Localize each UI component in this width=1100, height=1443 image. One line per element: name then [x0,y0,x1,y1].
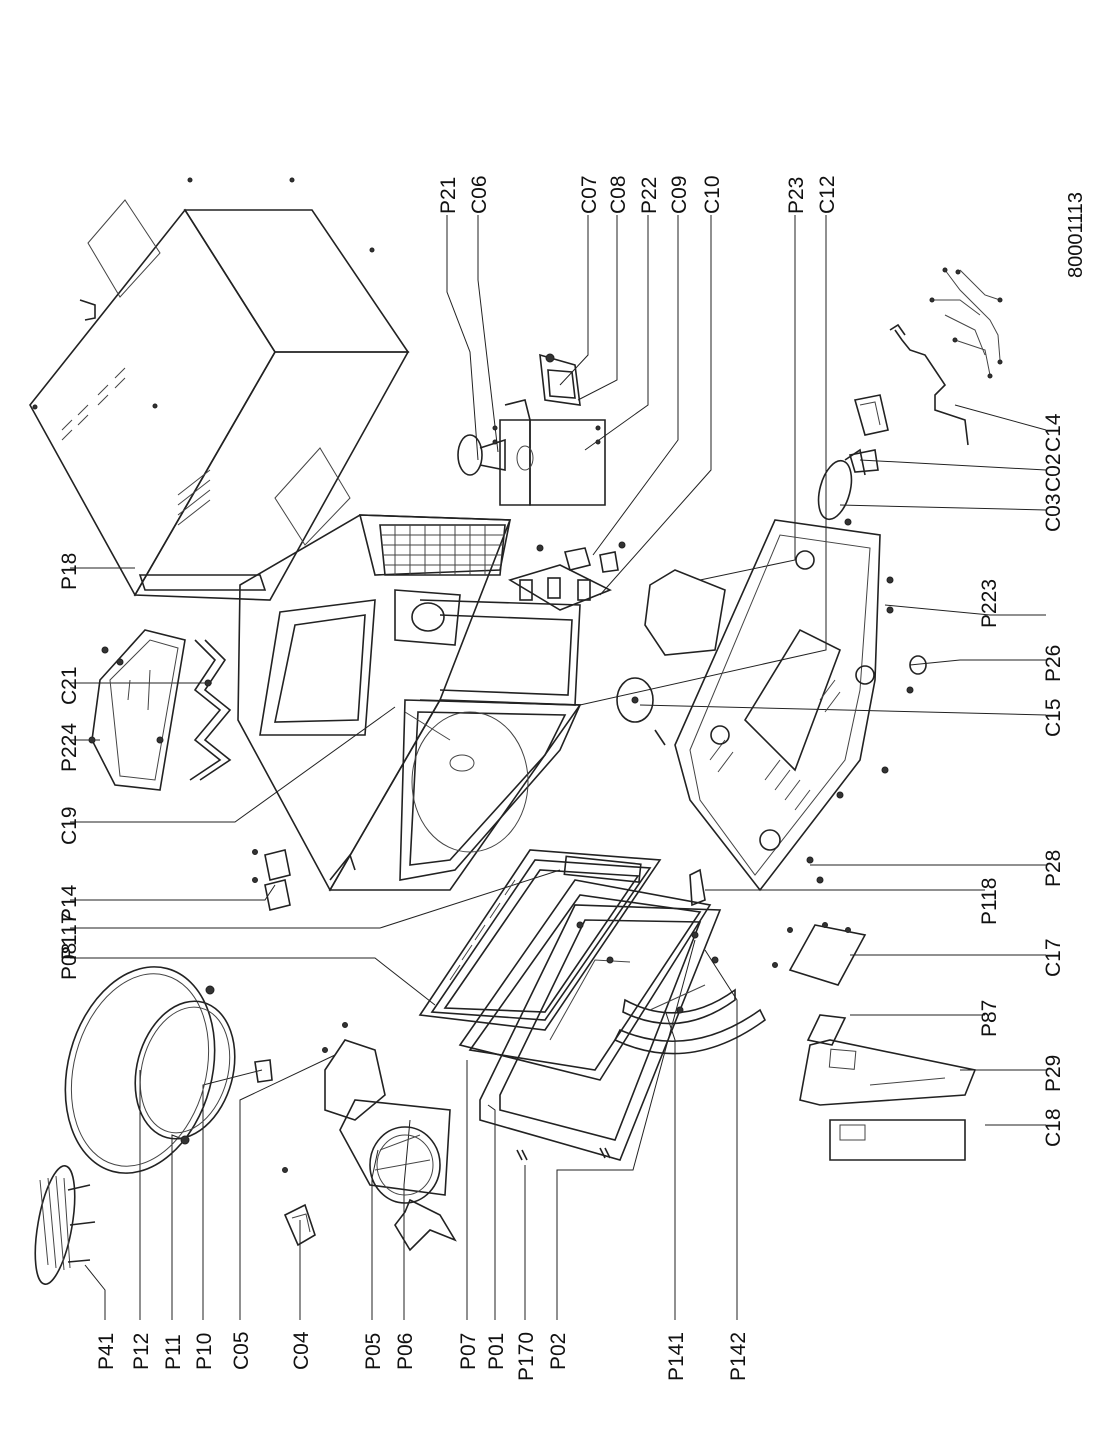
label-P142: P142 [727,1332,750,1381]
label-C05: C05 [230,1331,253,1370]
label-P05: P05 [362,1333,385,1370]
label-P14: P14 [58,884,81,922]
label-P10: P10 [193,1333,216,1370]
label-C07: C07 [578,175,601,214]
label-C09: C09 [668,175,691,214]
control-panel-group [772,922,977,1161]
label-P26: P26 [1042,645,1065,682]
label-P224: P224 [58,723,81,772]
label-P87: P87 [978,1000,1001,1037]
label-C19: C19 [58,806,81,845]
label-C12: C12 [816,175,839,214]
label-C21: C21 [58,666,81,705]
label-P12: P12 [130,1333,153,1370]
label-P08: P08 [58,943,81,980]
label-P02: P02 [547,1333,570,1370]
label-C02: C02 [1042,453,1065,492]
grill-plate-p224 [88,629,232,791]
power-cord-c14 [889,267,1003,446]
label-C08: C08 [607,175,630,214]
label-P28: P28 [1042,850,1065,887]
turntable-group [34,966,273,1285]
label-P18: P18 [58,553,81,590]
label-C04: C04 [290,1331,313,1370]
label-P21: P21 [437,177,460,214]
label-P170: P170 [515,1332,538,1381]
label-C18: C18 [1042,1108,1065,1147]
label-P06: P06 [394,1333,417,1370]
outer-case-p18 [29,177,410,601]
hinge-p14 [252,849,291,911]
label-P29: P29 [1042,1055,1065,1092]
label-C10: C10 [701,175,724,214]
oven-cavity [237,514,626,892]
label-P41: P41 [95,1333,118,1370]
document-number: 80001113 [1065,192,1087,278]
label-C17: C17 [1042,938,1065,977]
part-labels: P21 C06 C07 C08 P22 C09 C10 P23 C12 P18 … [58,175,1087,1381]
label-P01: P01 [485,1333,508,1370]
label-P23: P23 [785,177,808,214]
label-P07: P07 [457,1333,480,1370]
label-P117: P117 [58,913,81,961]
door-assembly [418,849,767,1161]
leader-lines [70,215,1047,1320]
label-C14: C14 [1042,413,1065,452]
label-P118: P118 [978,878,1001,926]
label-C15: C15 [1042,698,1065,737]
label-P141: P141 [665,1332,688,1381]
base-plate [616,518,927,892]
label-C06: C06 [468,175,491,214]
transformer-group [457,353,606,506]
label-P11: P11 [162,1334,185,1370]
label-P22: P22 [638,177,661,214]
label-C03: C03 [1042,493,1065,532]
label-P223: P223 [978,579,1001,628]
capacitor-group [817,394,889,521]
fan-motor-group [282,1022,457,1252]
